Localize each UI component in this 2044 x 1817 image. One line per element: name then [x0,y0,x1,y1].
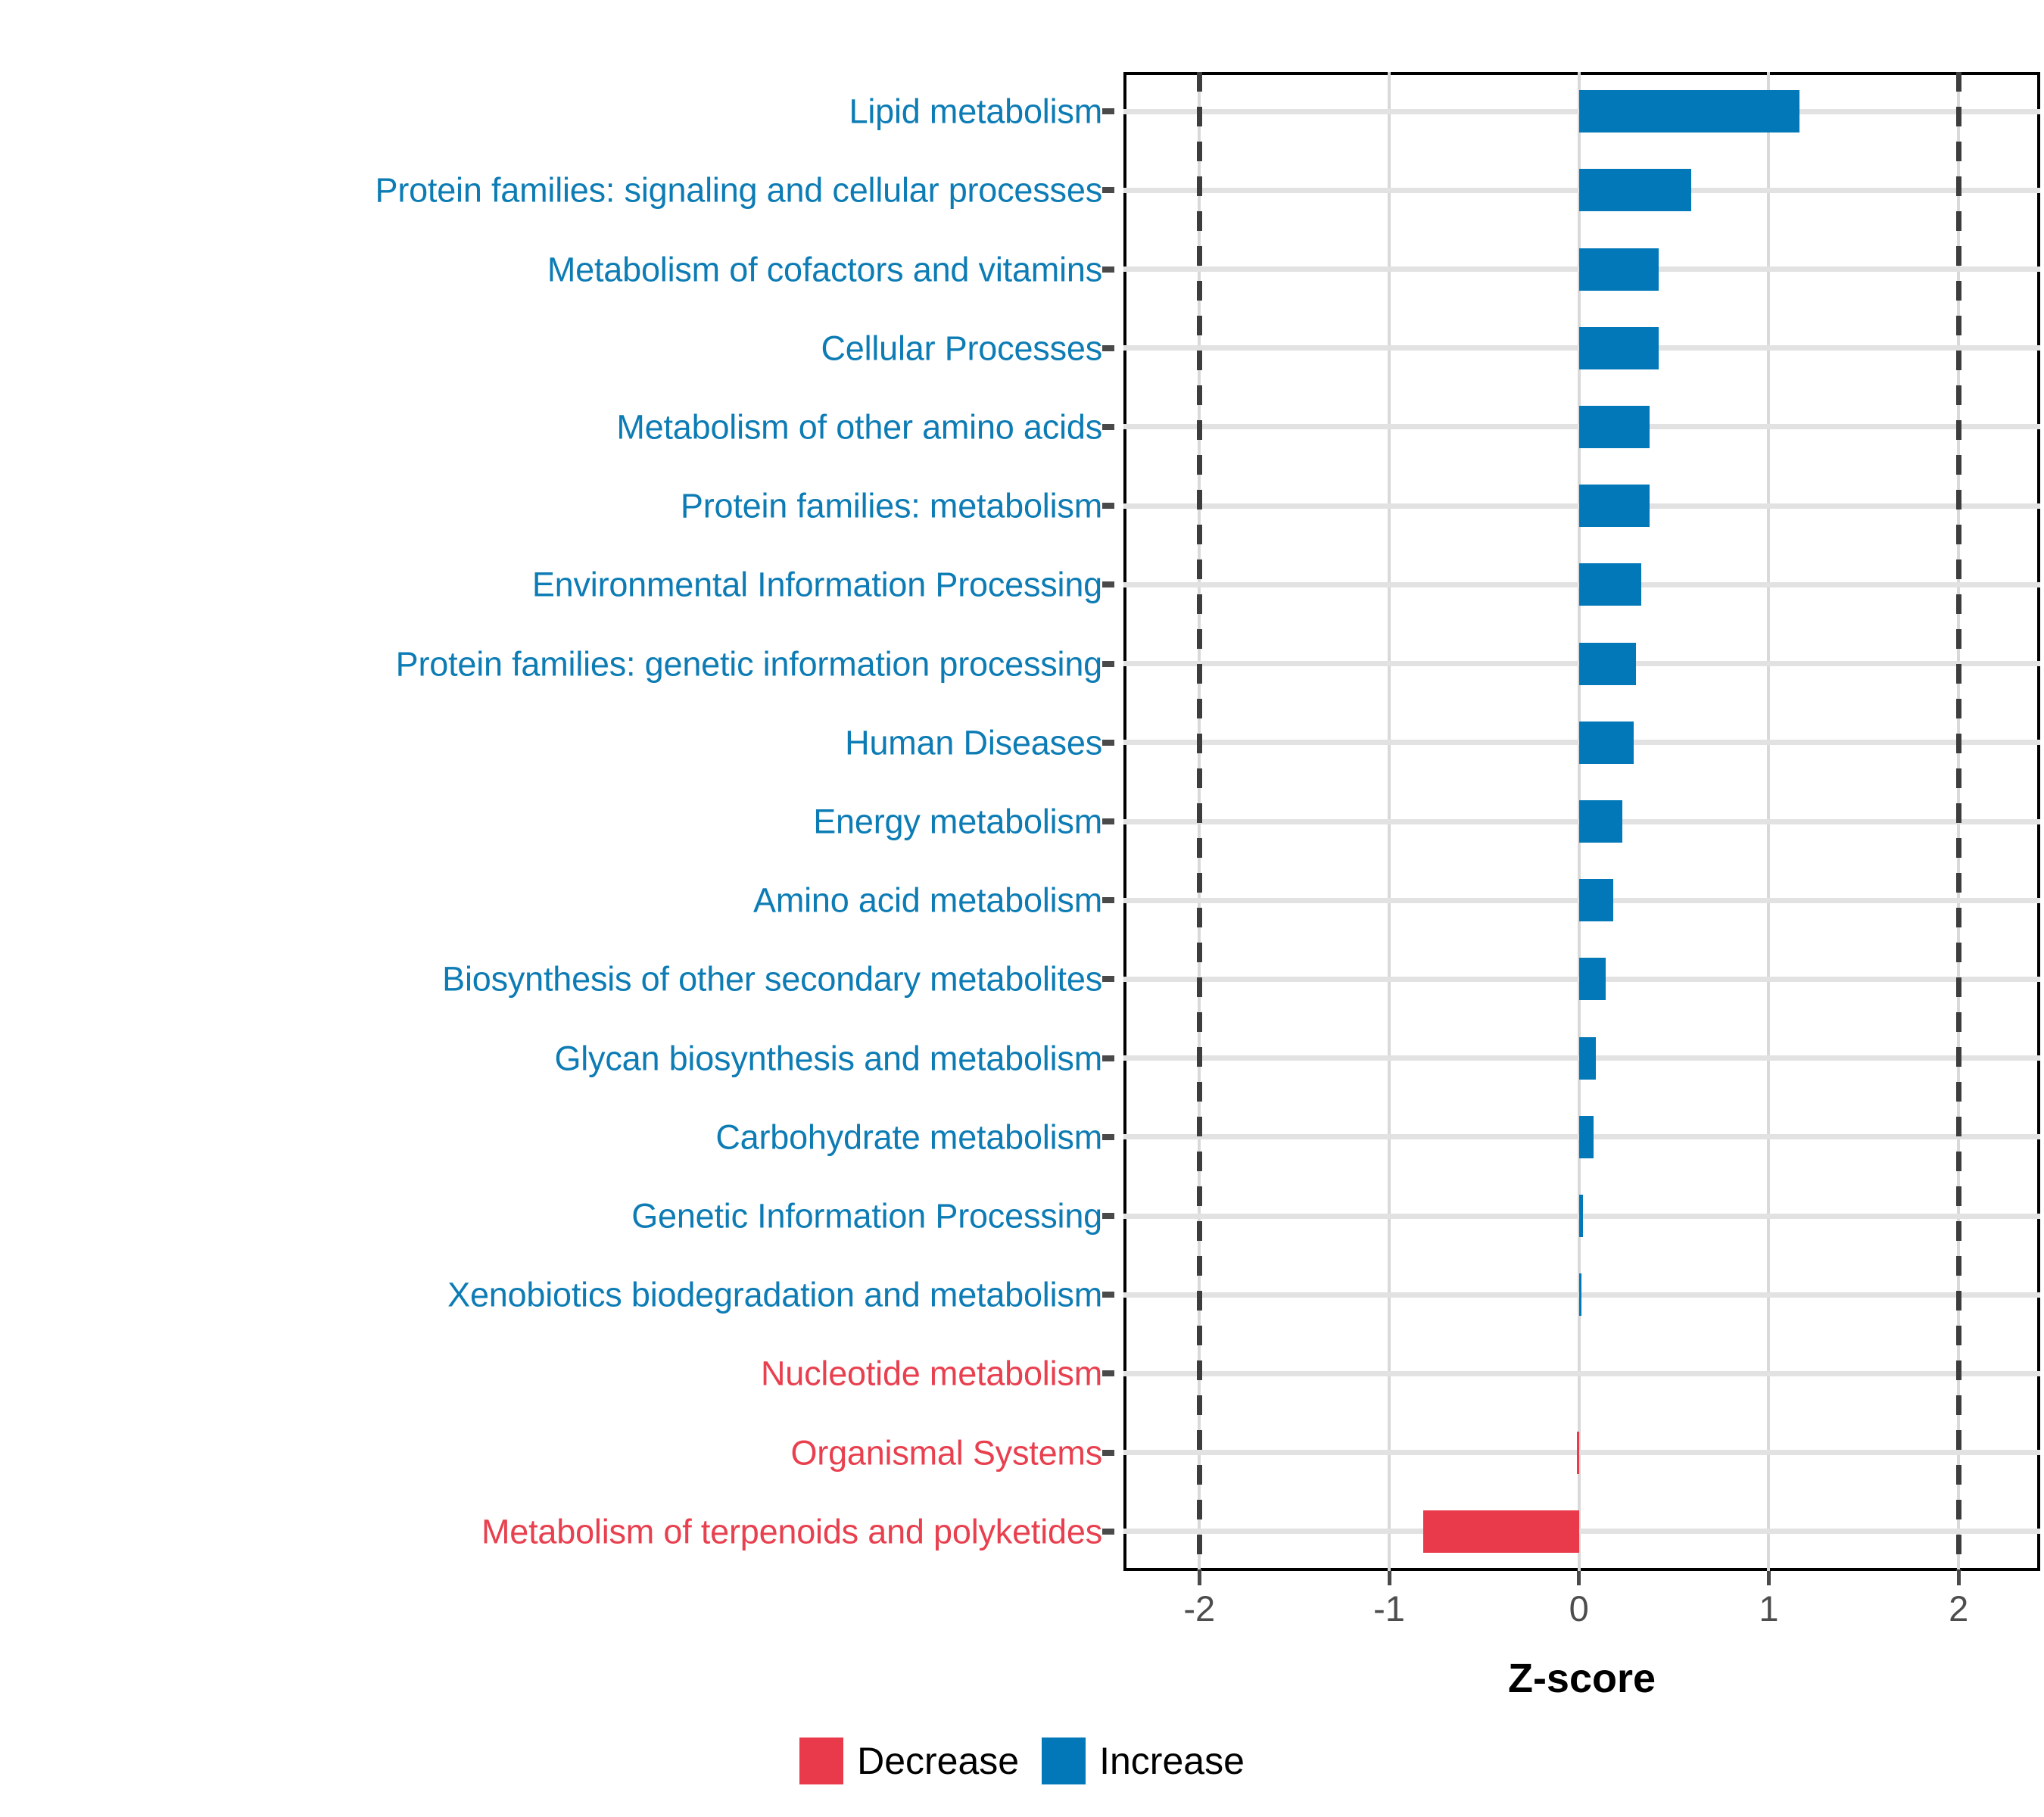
y-axis-tick-mark [1102,739,1114,746]
y-axis-tick-mark [1102,1370,1114,1377]
y-axis-tick-label: Energy metabolism [813,802,1102,841]
y-axis-tick-mark [1102,423,1114,430]
y-axis-tick-mark [1102,818,1114,824]
y-axis-tick-mark [1102,976,1114,983]
y-axis-tick-label: Amino acid metabolism [753,880,1102,920]
chart-legend: Decrease Increase [0,1738,2044,1784]
y-axis-tick-label: Xenobiotics biodegradation and metabolis… [447,1275,1102,1314]
y-axis-tick-label: Genetic Information Processing [631,1196,1102,1236]
x-axis-tick-label: 2 [1949,1588,1969,1628]
horizontal-gridline [1123,1370,2040,1376]
legend-label-increase: Increase [1099,1740,1245,1782]
bar[interactable] [1578,169,1691,212]
y-axis-tick-label: Metabolism of terpenoids and polyketides [481,1512,1102,1551]
reference-line [1196,72,1202,1571]
bar[interactable] [1578,485,1650,528]
x-axis-tick-mark [1387,1571,1391,1585]
y-axis-tick-label: Protein families: signaling and cellular… [375,170,1103,210]
legend-item-decrease[interactable]: Decrease [799,1738,1019,1784]
y-axis-tick-mark [1102,1055,1114,1061]
legend-swatch-increase [1042,1738,1086,1784]
y-axis-tick-label: Protein families: metabolism [680,486,1102,525]
y-axis-tick-label: Metabolism of other amino acids [616,407,1102,447]
legend-swatch-decrease [799,1738,844,1784]
bar[interactable] [1578,642,1636,685]
x-axis-tick-mark [1766,1571,1771,1585]
x-axis-tick-mark [1197,1571,1201,1585]
x-axis: -2 -1 0 1 2 [1123,1571,2040,1654]
y-axis-tick-label: Human Diseases [845,723,1102,762]
bar[interactable] [1578,248,1659,291]
y-axis-tick-mark [1102,1292,1114,1298]
bar[interactable] [1578,326,1659,369]
y-axis-tick-mark [1102,1528,1114,1535]
y-axis-tick-mark [1102,1213,1114,1220]
y-axis-tick-mark [1102,187,1114,194]
y-axis-tick-mark [1102,503,1114,510]
y-axis-tick-mark [1102,581,1114,588]
legend-label-decrease: Decrease [857,1740,1020,1782]
y-axis-tick-label: Protein families: genetic information pr… [395,644,1103,684]
plot-area [1123,72,2040,1571]
horizontal-gridline [1123,1529,2040,1535]
y-axis-tick-mark [1102,266,1114,273]
y-axis-tick-label: Metabolism of cofactors and vitamins [547,250,1102,289]
bar[interactable] [1578,1195,1583,1238]
x-axis-tick-label: 0 [1569,1588,1589,1628]
bar[interactable] [1578,1036,1597,1080]
x-axis-tick-label: -1 [1373,1588,1405,1628]
bar[interactable] [1578,879,1613,922]
x-axis-title: Z-score [1507,1656,1656,1701]
bar[interactable] [1578,800,1623,843]
y-axis-tick-label: Nucleotide metabolism [760,1354,1102,1393]
y-axis-tick-label: Biosynthesis of other secondary metaboli… [442,959,1102,999]
x-axis-tick-label: -2 [1183,1588,1216,1628]
y-axis-tick-label: Carbohydrate metabolism [715,1117,1102,1157]
x-axis-tick-mark [1956,1571,1961,1585]
y-axis-tick-label: Lipid metabolism [849,92,1103,131]
bar[interactable] [1578,721,1634,764]
y-axis-tick-mark [1102,897,1114,904]
x-axis-tick-label: 1 [1759,1588,1779,1628]
bar[interactable] [1578,90,1799,133]
y-axis-tick-mark [1102,1133,1114,1140]
y-axis-tick-label: Organismal Systems [790,1433,1102,1473]
y-axis-tick-label: Glycan biosynthesis and metabolism [554,1039,1102,1078]
y-axis-tick-label: Environmental Information Processing [531,565,1102,604]
reference-line [1955,72,1961,1571]
y-axis-tick-mark [1102,660,1114,667]
bar[interactable] [1578,1273,1581,1317]
bar[interactable] [1578,405,1650,448]
bar[interactable] [1423,1510,1579,1553]
horizontal-gridline [1123,1292,2040,1298]
horizontal-gridline [1123,1450,2040,1456]
bar[interactable] [1578,958,1606,1001]
y-axis-tick-mark [1102,344,1114,351]
y-axis-tick-mark [1102,1449,1114,1456]
y-axis-tick-label: Cellular Processes [821,329,1102,368]
bar[interactable] [1578,1115,1594,1158]
bar[interactable] [1577,1431,1580,1474]
y-axis-tick-mark [1102,108,1114,115]
x-axis-tick-mark [1577,1571,1581,1585]
legend-item-increase[interactable]: Increase [1042,1738,1245,1784]
bar[interactable] [1578,563,1642,606]
